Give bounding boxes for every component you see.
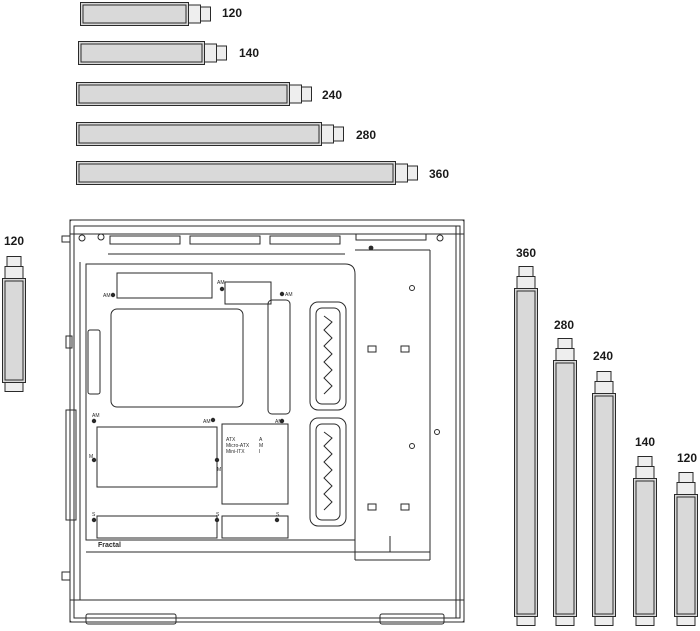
radiator-120-vertical-front xyxy=(2,256,26,392)
marker-am: AM xyxy=(92,413,100,419)
radiator-size-label: 120 xyxy=(222,6,243,20)
tray-cutout xyxy=(96,515,218,539)
marker-i: I xyxy=(259,449,260,455)
top-slot xyxy=(355,233,427,241)
marker-s: S xyxy=(92,512,96,518)
case-foot xyxy=(85,613,177,625)
radiator-240-horizontal xyxy=(76,82,312,106)
radiator-140-horizontal xyxy=(78,41,227,65)
legend-mitx: Mini-ITX xyxy=(226,449,245,455)
radiator-120-horizontal xyxy=(80,2,211,26)
case-outer-shell xyxy=(69,219,465,623)
legend-matx: Micro-ATX xyxy=(226,443,250,449)
radiator-size-label: 280 xyxy=(554,318,575,332)
screw xyxy=(436,234,444,242)
screw xyxy=(434,429,440,435)
radiator-360-horizontal xyxy=(76,161,418,185)
rear-io xyxy=(65,335,73,349)
case-bottom xyxy=(69,599,465,623)
radiator-280-horizontal xyxy=(76,122,344,146)
radiator-size-label: 140 xyxy=(635,435,656,449)
marker-m: M xyxy=(259,443,263,449)
front-vent xyxy=(309,301,347,411)
cable-slot xyxy=(267,299,291,415)
marker-am: AM xyxy=(217,280,225,286)
radiator-360-vertical xyxy=(514,266,538,626)
marker-m: M xyxy=(89,454,93,460)
tray-cutout xyxy=(221,423,289,505)
top-slot xyxy=(189,235,261,245)
tray-cutout xyxy=(87,329,101,395)
marker-m: M xyxy=(217,467,221,473)
tray-cutout xyxy=(116,272,213,299)
rear-io xyxy=(61,235,71,243)
case-foot xyxy=(379,613,445,625)
radiator-size-label: 360 xyxy=(429,167,450,181)
screw xyxy=(409,443,415,449)
marker-am: AM xyxy=(103,293,111,299)
tray-cutout xyxy=(221,515,289,539)
screw xyxy=(97,233,105,241)
rear-io xyxy=(61,571,71,581)
radiator-240-vertical xyxy=(592,371,616,626)
radiator-size-label: 360 xyxy=(516,246,537,260)
front-vent xyxy=(309,417,347,527)
rear-slots xyxy=(65,409,77,521)
radiator-140-vertical xyxy=(633,456,657,626)
marker-a: A xyxy=(259,437,263,443)
top-slot xyxy=(109,235,181,245)
radiator-size-label: 120 xyxy=(677,451,698,465)
marker-s: S xyxy=(276,512,280,518)
screw xyxy=(409,285,415,291)
radiator-size-label: 240 xyxy=(593,349,614,363)
top-slot xyxy=(269,235,341,245)
marker-am: AM xyxy=(285,292,293,298)
brand-logo: Fractal xyxy=(98,542,121,549)
radiator-size-label: 240 xyxy=(322,88,343,102)
marker-am: AM xyxy=(203,419,211,425)
marker-am: AM xyxy=(275,419,283,425)
legend-atx: ATX xyxy=(226,437,236,443)
case-top-rail xyxy=(69,219,465,235)
radiator-size-label: 140 xyxy=(239,46,260,60)
motherboard-tray xyxy=(85,263,356,541)
case-inner-shell xyxy=(73,225,461,619)
screw xyxy=(78,234,86,242)
radiator-size-label: 120 xyxy=(4,234,25,248)
tray-cutout xyxy=(224,281,272,305)
radiator-size-label: 280 xyxy=(356,128,377,142)
tray-cutout xyxy=(96,426,218,488)
cpu-cutout xyxy=(110,308,244,408)
radiator-120-vertical xyxy=(674,472,698,626)
marker-s: S xyxy=(216,512,220,518)
radiator-280-vertical xyxy=(553,338,577,626)
